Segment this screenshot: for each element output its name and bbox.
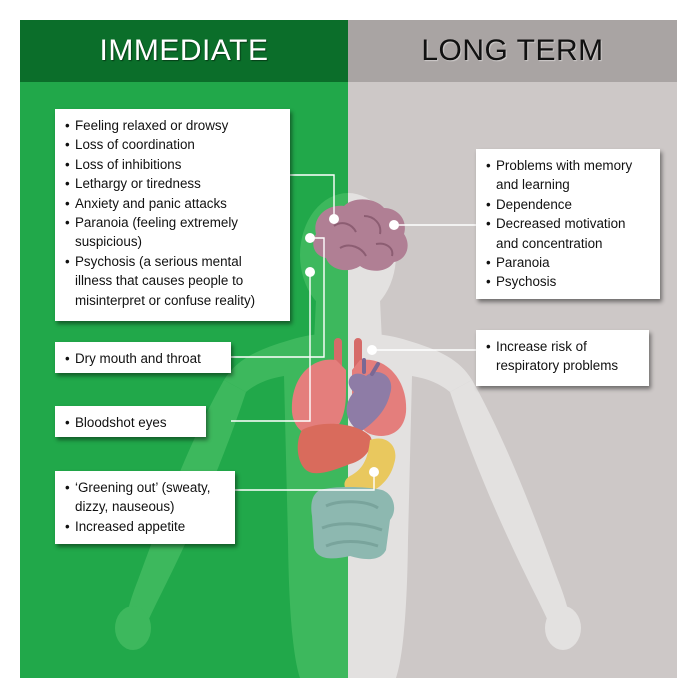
effect-item: Feeling relaxed or drowsy xyxy=(65,116,280,136)
effect-item: Decreased motivation and concentration xyxy=(486,214,650,253)
brain-organ xyxy=(313,199,408,271)
immediate-mouth-effects-box: Dry mouth and throat xyxy=(55,342,231,373)
infographic: IMMEDIATE LONG TERM Feeling relaxed or d… xyxy=(20,20,677,678)
long-term-lungs-effects-list: Increase risk of respiratory problems xyxy=(486,337,639,376)
connector-lines xyxy=(231,174,476,491)
effect-item: Dry mouth and throat xyxy=(65,349,221,369)
effect-item: Bloodshot eyes xyxy=(65,413,196,433)
effect-item: ‘Greening out’ (sweaty, dizzy, nauseous) xyxy=(65,478,225,517)
immediate-eyes-effects-box: Bloodshot eyes xyxy=(55,406,206,437)
stomach-organ xyxy=(344,438,396,494)
effect-item: Increased appetite xyxy=(65,517,225,537)
liver-organ xyxy=(297,423,372,474)
body-illustration xyxy=(115,174,581,678)
heart-organ xyxy=(346,358,392,432)
immediate-header: IMMEDIATE xyxy=(20,20,348,82)
effect-item: Problems with memory and learning xyxy=(486,156,650,195)
effect-item: Anxiety and panic attacks xyxy=(65,194,280,214)
long-term-header: LONG TERM xyxy=(348,20,677,82)
immediate-brain-effects-list: Feeling relaxed or drowsy Loss of coordi… xyxy=(65,116,280,310)
effect-item: Psychosis (a serious mental illness that… xyxy=(65,252,280,310)
immediate-eyes-effects-list: Bloodshot eyes xyxy=(65,413,196,433)
long-term-lungs-effects-box: Increase risk of respiratory problems xyxy=(476,330,649,386)
effect-item: Increase risk of respiratory problems xyxy=(486,337,639,376)
long-term-brain-effects-list: Problems with memory and learning Depend… xyxy=(486,156,650,292)
effect-item: Psychosis xyxy=(486,272,650,292)
effect-item: Paranoia xyxy=(486,253,650,273)
immediate-stomach-effects-box: ‘Greening out’ (sweaty, dizzy, nauseous)… xyxy=(55,471,235,544)
immediate-mouth-effects-list: Dry mouth and throat xyxy=(65,349,221,369)
immediate-stomach-effects-list: ‘Greening out’ (sweaty, dizzy, nauseous)… xyxy=(65,478,225,537)
effect-item: Paranoia (feeling extremely suspicious) xyxy=(65,213,280,252)
effect-item: Lethargy or tiredness xyxy=(65,174,280,194)
effect-item: Loss of inhibitions xyxy=(65,155,280,175)
effect-item: Loss of coordination xyxy=(65,135,280,155)
long-term-brain-effects-box: Problems with memory and learning Depend… xyxy=(476,149,660,299)
immediate-brain-effects-box: Feeling relaxed or drowsy Loss of coordi… xyxy=(55,109,290,321)
effect-item: Dependence xyxy=(486,195,650,215)
intestines-organ xyxy=(311,487,395,560)
